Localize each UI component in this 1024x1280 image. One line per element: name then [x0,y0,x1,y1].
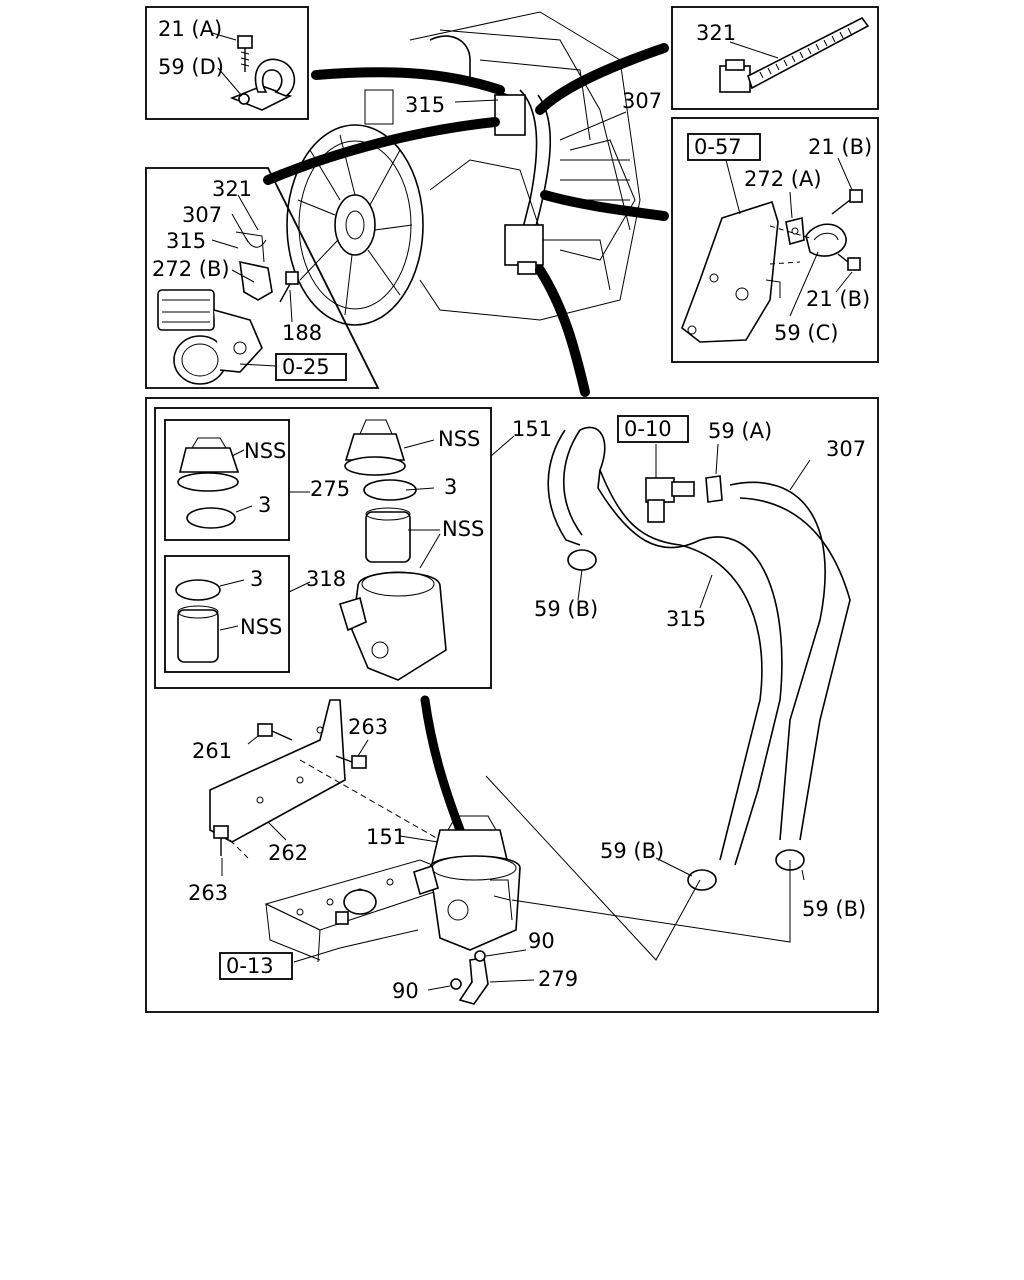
ref-0-25: 0-25 [282,355,330,379]
label-3-third: 3 [250,567,263,591]
label-272b: 272 (B) [152,257,230,281]
panel-main-assembly: 151 NSS NSS NSS NSS 3 3 3 275 318 0-10 5… [145,397,879,1013]
label-307-engine: 307 [622,89,662,113]
label-59b-middle: 59 (B) [600,839,664,863]
label-263-lower: 263 [188,881,228,905]
ref-0-13: 0-13 [226,954,274,978]
label-nss-1: NSS [244,439,286,463]
label-59a: 59 (A) [708,419,772,443]
label-90-right: 90 [528,929,555,953]
label-318: 318 [306,567,346,591]
label-321-mid-left: 321 [212,177,252,201]
label-272a: 272 (A) [744,167,822,191]
label-275: 275 [310,477,350,501]
label-3-second: 3 [444,475,457,499]
label-188: 188 [282,321,322,345]
label-307-mid-left: 307 [182,203,222,227]
label-59d: 59 (D) [158,55,224,79]
label-3-first: 3 [258,493,271,517]
label-315-main: 315 [666,607,706,631]
label-315-engine: 315 [405,93,445,117]
label-59b-right: 59 (B) [802,897,866,921]
label-307-main: 307 [826,437,866,461]
ref-0-57: 0-57 [694,135,742,159]
panel-bracket-clamp: 0-57 21 (B) 272 (A) 21 (B) 59 (C) [671,117,879,363]
label-59b-upper: 59 (B) [534,597,598,621]
label-nss-4: NSS [240,615,282,639]
label-321-top-right: 321 [696,21,736,45]
label-315-mid-left: 315 [166,229,206,253]
label-90-left: 90 [392,979,419,1003]
engine-illustration: 315 307 [263,11,669,397]
panel-cable-tie: 321 [671,6,879,110]
label-nss-2: NSS [438,427,480,451]
label-151-mid: 151 [366,825,406,849]
label-261: 261 [192,739,232,763]
label-151-top: 151 [512,417,552,441]
label-279: 279 [538,967,578,991]
panel-throttle-body: 321 307 315 272 (B) 188 0-25 [145,167,380,389]
panel-bolt-clamp: 21 (A) 59 (D) [145,6,309,120]
label-21b-lower: 21 (B) [806,287,870,311]
label-59c: 59 (C) [774,321,838,345]
label-262: 262 [268,841,308,865]
label-21a: 21 (A) [158,17,222,41]
label-nss-3: NSS [442,517,484,541]
label-263-upper: 263 [348,715,388,739]
ref-0-10: 0-10 [624,417,672,441]
label-21b-upper: 21 (B) [808,135,872,159]
